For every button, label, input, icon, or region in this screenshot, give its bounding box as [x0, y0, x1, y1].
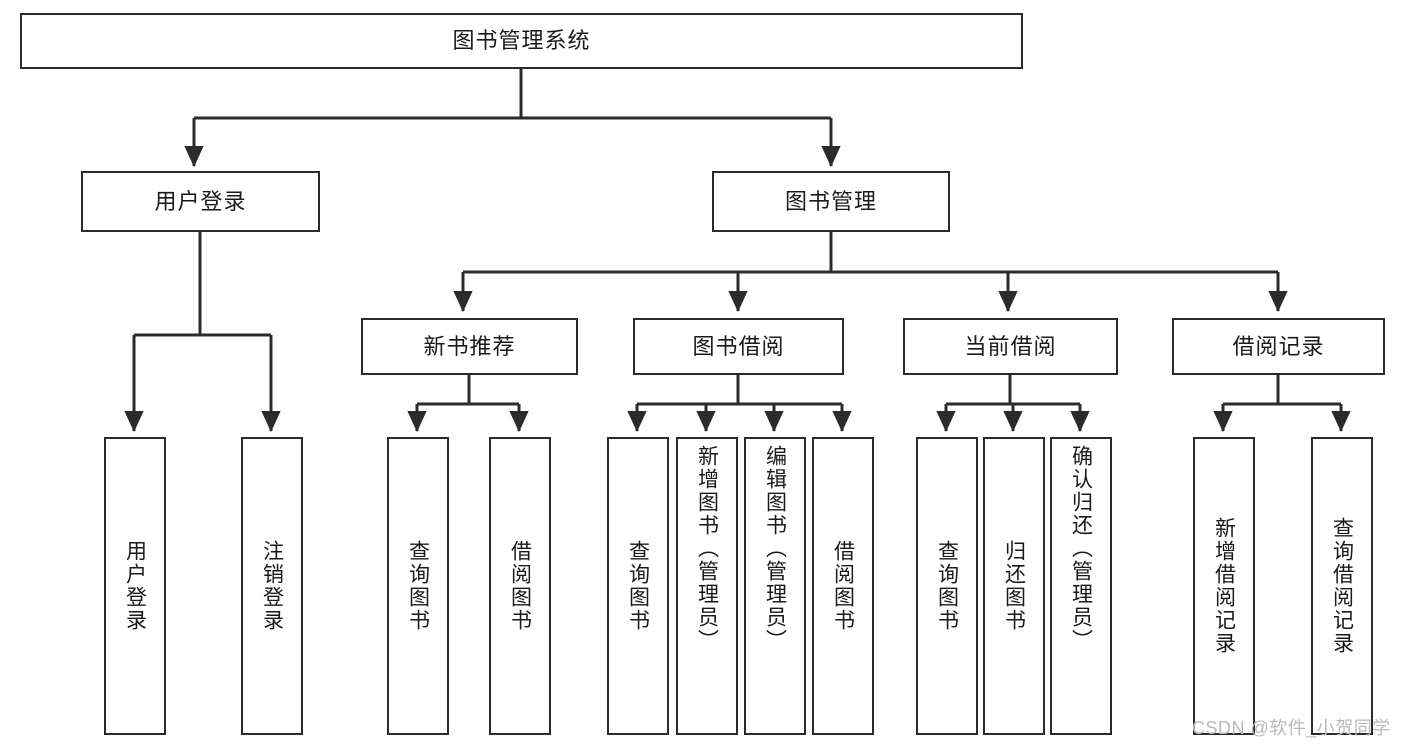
leaf-book-borrow-borrow-label: 借阅图书	[831, 540, 855, 632]
node-borrow-records-label: 借阅记录	[1232, 333, 1325, 359]
leaf-borrow-records-query[interactable]: 查询借阅记录	[1311, 437, 1373, 735]
leaf-user-login-logout-label: 注销登录	[260, 540, 284, 632]
node-borrow-records[interactable]: 借阅记录	[1172, 318, 1385, 375]
leaf-current-borrow-return[interactable]: 归还图书	[983, 437, 1045, 735]
leaf-book-borrow-borrow[interactable]: 借阅图书	[812, 437, 874, 735]
leaf-book-borrow-add-label: 新增图书（管理员）	[695, 445, 719, 652]
leaf-borrow-records-add[interactable]: 新增借阅记录	[1193, 437, 1255, 735]
leaf-user-login-login[interactable]: 用户登录	[104, 437, 166, 735]
node-current-borrow-label: 当前借阅	[964, 333, 1057, 359]
leaf-current-borrow-query-label: 查询图书	[935, 540, 959, 632]
watermark: CSDN @软件_小贺同学	[1192, 718, 1391, 738]
node-book-management[interactable]: 图书管理	[712, 171, 950, 232]
node-book-borrow-label: 图书借阅	[692, 333, 785, 359]
node-new-book-recommend[interactable]: 新书推荐	[361, 318, 578, 375]
leaf-borrow-records-query-label: 查询借阅记录	[1330, 517, 1354, 655]
leaf-current-borrow-confirm-label: 确认归还（管理员）	[1069, 445, 1093, 652]
node-user-login-label: 用户登录	[154, 188, 247, 214]
leaf-user-login-logout[interactable]: 注销登录	[241, 437, 303, 735]
leaf-book-borrow-query-label: 查询图书	[626, 540, 650, 632]
leaf-book-borrow-add[interactable]: 新增图书（管理员）	[676, 437, 738, 735]
leaf-user-login-login-label: 用户登录	[123, 540, 147, 632]
leaf-new-book-borrow[interactable]: 借阅图书	[489, 437, 551, 735]
node-root[interactable]: 图书管理系统	[20, 13, 1023, 69]
node-user-login[interactable]: 用户登录	[81, 171, 320, 232]
node-book-borrow[interactable]: 图书借阅	[633, 318, 844, 375]
node-new-book-recommend-label: 新书推荐	[423, 333, 516, 359]
leaf-book-borrow-edit[interactable]: 编辑图书（管理员）	[744, 437, 806, 735]
node-book-management-label: 图书管理	[784, 188, 877, 214]
leaf-current-borrow-query[interactable]: 查询图书	[916, 437, 978, 735]
node-current-borrow[interactable]: 当前借阅	[903, 318, 1118, 375]
leaf-new-book-query[interactable]: 查询图书	[387, 437, 449, 735]
leaf-new-book-query-label: 查询图书	[406, 540, 430, 632]
leaf-book-borrow-query[interactable]: 查询图书	[607, 437, 669, 735]
leaf-new-book-borrow-label: 借阅图书	[508, 540, 532, 632]
leaf-current-borrow-confirm[interactable]: 确认归还（管理员）	[1050, 437, 1112, 735]
node-root-label: 图书管理系统	[452, 28, 591, 54]
leaf-book-borrow-edit-label: 编辑图书（管理员）	[763, 445, 787, 652]
leaf-current-borrow-return-label: 归还图书	[1002, 540, 1026, 632]
leaf-borrow-records-add-label: 新增借阅记录	[1212, 517, 1236, 655]
